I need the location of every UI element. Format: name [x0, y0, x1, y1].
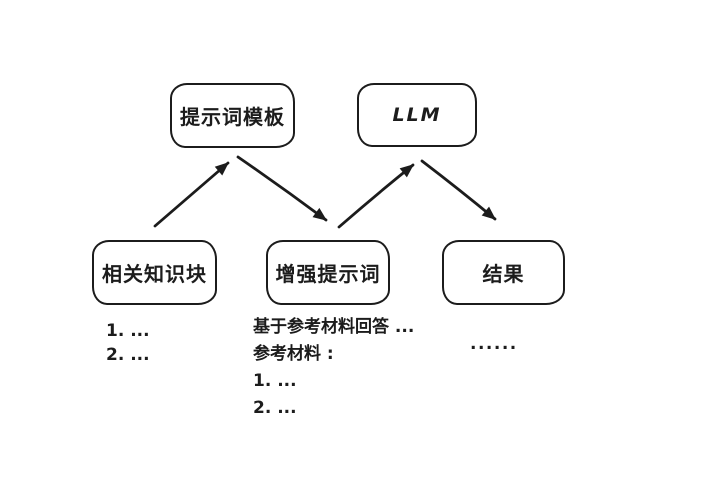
node-llm: LLM: [357, 83, 477, 147]
node-llm-label: LLM: [392, 104, 442, 126]
augmented-prompt-line: 基于参考材料回答 ...: [253, 317, 415, 337]
knowledge-list-note: 1. ... 2. ...: [106, 319, 150, 367]
augmented-prompt-note: 基于参考材料回答 ... 参考材料 : 1. ... 2. ...: [253, 314, 414, 422]
node-prompt-template-label: 提示词模板: [180, 105, 285, 129]
knowledge-list-line: 1. ...: [106, 321, 150, 341]
node-knowledge-chunks: 相关知识块: [92, 240, 217, 305]
arrow-augmented-to-llm: [337, 163, 415, 229]
node-result: 结果: [442, 240, 565, 305]
node-result-label: 结果: [482, 262, 525, 286]
node-knowledge-chunks-label: 相关知识块: [102, 262, 207, 286]
knowledge-list-line: 2. ...: [106, 345, 150, 365]
arrow-template-to-augmented: [236, 155, 328, 222]
augmented-prompt-line: 1. ...: [253, 371, 297, 391]
node-prompt-template: 提示词模板: [170, 83, 295, 148]
arrow-llm-to-result: [420, 159, 497, 221]
arrow-knowledge-to-template: [153, 161, 230, 228]
augmented-prompt-line: 2. ...: [253, 398, 297, 418]
augmented-prompt-line: 参考材料 :: [253, 344, 334, 364]
node-augmented-prompt: 增强提示词: [266, 240, 390, 305]
result-ellipsis-note: ......: [470, 334, 518, 354]
node-augmented-prompt-label: 增强提示词: [275, 262, 381, 286]
